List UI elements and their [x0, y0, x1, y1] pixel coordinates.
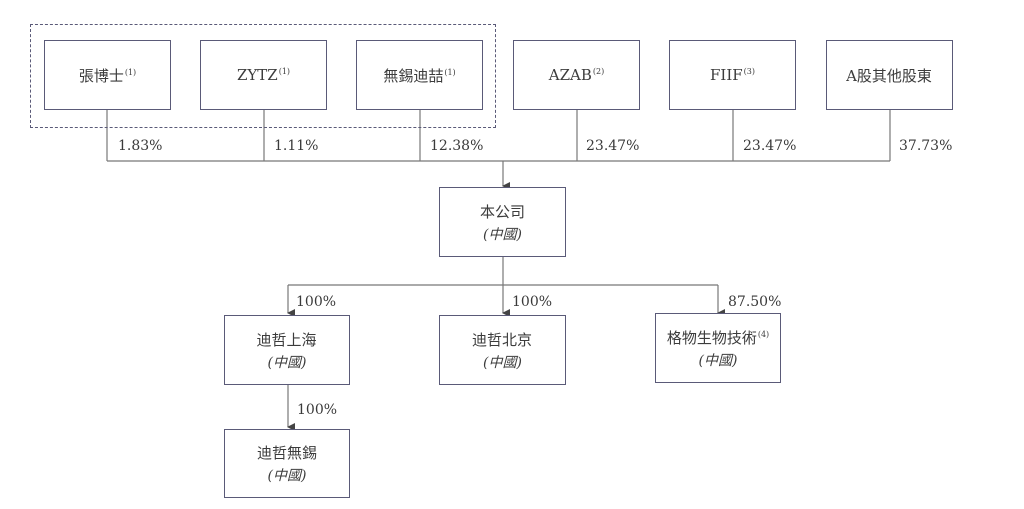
ownership-percent: 1.83% [118, 138, 163, 154]
subsidiary-name: 迪哲北京 [471, 330, 532, 349]
shareholder-box: A股其他股東 [826, 40, 953, 110]
shareholder-box: AZAB(2) [513, 40, 640, 110]
subsidiary-jurisdiction: (中國) [267, 354, 307, 371]
subsidiary-name: 格物生物技術 [666, 328, 757, 347]
ownership-percent: 100% [297, 402, 338, 418]
subsidiary-name: 迪哲上海 [256, 330, 317, 349]
footnote-marker: (1) [278, 67, 291, 76]
subsidiary-box: 格物生物技術(4) (中國) [655, 313, 781, 383]
subsidiary-box: 迪哲北京 (中國) [439, 315, 566, 385]
ownership-percent: 1.11% [274, 138, 319, 154]
shareholder-name: AZAB [548, 66, 592, 84]
ownership-percent: 23.47% [743, 138, 797, 154]
footnote-marker: (4) [757, 329, 770, 339]
ownership-percent: 100% [512, 294, 553, 310]
footnote-marker: (1) [444, 67, 456, 77]
ownership-percent: 87.50% [728, 294, 782, 310]
shareholder-box: 張博士(1) [44, 40, 171, 110]
footnote-marker: (3) [743, 67, 755, 76]
company-box: 本公司 (中國) [439, 187, 566, 257]
shareholder-name: A股其他股東 [846, 66, 932, 85]
subsidiary-jurisdiction: (中國) [483, 354, 522, 371]
ownership-percent: 100% [296, 294, 337, 310]
shareholder-name: ZYTZ [236, 66, 278, 84]
related-parties-group [30, 24, 496, 128]
shareholder-box: ZYTZ(1) [200, 40, 327, 110]
footnote-marker: (1) [124, 67, 137, 77]
shareholder-name: 無錫迪喆 [383, 66, 444, 85]
ownership-percent: 37.73% [899, 138, 953, 154]
ownership-percent: 23.47% [586, 138, 640, 154]
sub-subsidiary-jurisdiction: (中國) [267, 468, 307, 484]
shareholder-box: 無錫迪喆(1) [356, 40, 483, 110]
shareholder-name: 張博士 [78, 66, 124, 85]
subsidiary-box: 迪哲上海 (中國) [224, 315, 350, 385]
sub-subsidiary-box: 迪哲無錫 (中國) [224, 429, 350, 498]
subsidiary-jurisdiction: (中國) [698, 352, 738, 369]
footnote-marker: (2) [592, 67, 605, 76]
company-jurisdiction: (中國) [483, 226, 522, 243]
shareholder-box: FIIF(3) [669, 40, 796, 110]
shareholder-name: FIIF [709, 66, 743, 84]
company-name: 本公司 [479, 202, 525, 221]
ownership-percent: 12.38% [430, 138, 484, 154]
sub-subsidiary-name: 迪哲無錫 [256, 444, 317, 462]
